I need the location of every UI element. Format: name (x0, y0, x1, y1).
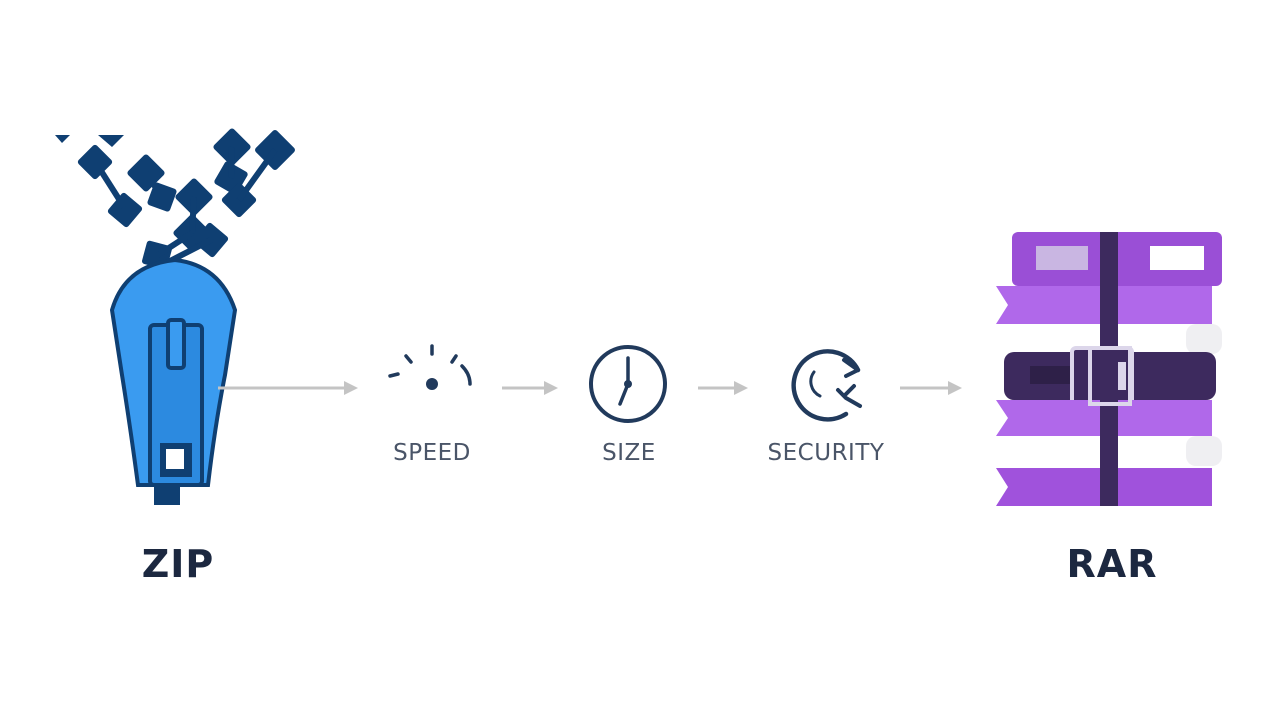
zip-label: ZIP (141, 542, 215, 586)
speedometer-icon (384, 340, 480, 400)
arrow-2 (502, 381, 558, 395)
step-label-speed: SPEED (393, 440, 471, 466)
rar-label: RAR (1066, 542, 1158, 586)
step-label-security: SECURITY (767, 440, 885, 466)
clock-icon (586, 342, 670, 426)
arrow-3 (698, 381, 748, 395)
step-label-size: SIZE (602, 440, 656, 466)
zip-zipper-icon (50, 125, 300, 515)
arrow-4 (900, 381, 962, 395)
arrow-1 (218, 381, 358, 395)
refresh-lock-icon (786, 342, 870, 426)
rar-archive-books-icon (990, 228, 1230, 514)
